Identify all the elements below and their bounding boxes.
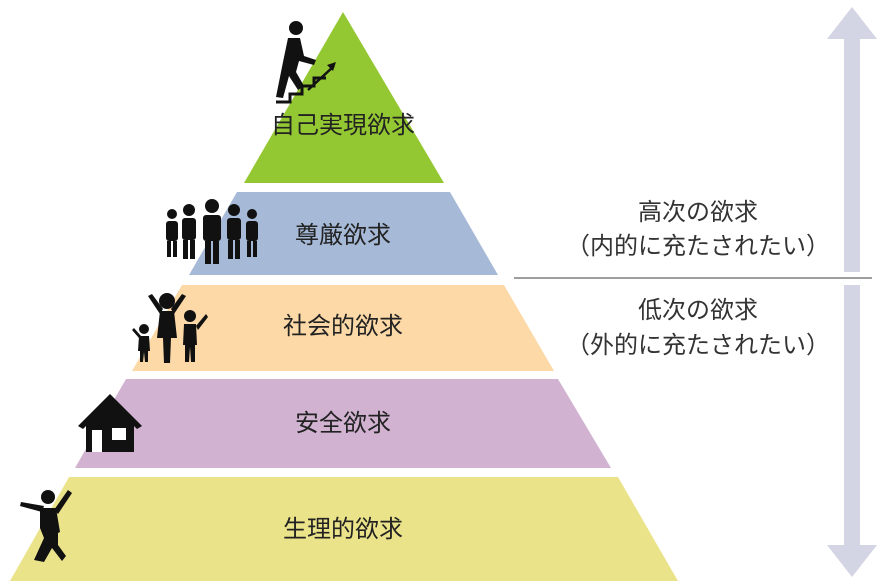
stair-climber-icon xyxy=(276,21,336,104)
level-label-physiological: 生理的欲求 xyxy=(283,515,403,543)
level-safety xyxy=(75,379,611,468)
level-physiological xyxy=(10,477,678,581)
arrow-down-head xyxy=(827,545,877,577)
group-people-icon xyxy=(166,199,258,264)
lower-needs-title: 低次の欲求 xyxy=(638,296,758,324)
jumping-person-icon xyxy=(20,490,72,562)
level-label-social: 社会的欲求 xyxy=(283,312,403,340)
arrow-shaft-upper xyxy=(844,39,860,272)
higher-needs-title: 高次の欲求 xyxy=(638,198,758,226)
level-label-self-actualization: 自己実現欲求 xyxy=(271,111,415,139)
house-icon xyxy=(78,394,142,452)
level-esteem xyxy=(189,192,498,275)
double-headed-arrow xyxy=(827,7,877,577)
arrow-up-head xyxy=(827,7,877,39)
lower-needs-subtitle: （外的に充たされたい） xyxy=(566,331,830,359)
level-social xyxy=(132,285,554,371)
family-icon xyxy=(132,293,208,363)
level-self-actualization xyxy=(244,12,444,183)
level-label-safety: 安全欲求 xyxy=(295,409,391,437)
level-label-esteem: 尊厳欲求 xyxy=(295,221,391,249)
higher-needs-subtitle: （内的に充たされたい） xyxy=(566,232,830,260)
arrow-shaft-lower xyxy=(844,285,860,545)
